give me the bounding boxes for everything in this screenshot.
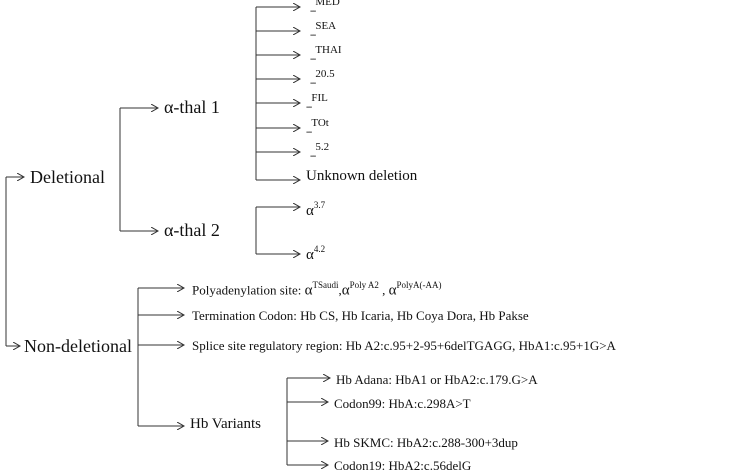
alpha-4-2: α4.2	[306, 244, 326, 263]
deletional-label: Deletional	[30, 167, 105, 187]
deletion-5-2: --5.2	[310, 141, 330, 162]
deletion-fil: --FIL	[306, 92, 328, 113]
codon99: Codon99: HbA:c.298A>T	[334, 396, 471, 411]
deletion-sea: --SEA	[310, 20, 337, 41]
alpha-thal-2-label: α-thal 2	[164, 220, 220, 240]
non-deletional-label: Non-deletional	[24, 336, 132, 356]
hb-adana: Hb Adana: HbA1 or HbA2:c.179.G>A	[336, 372, 538, 387]
deletion-thai: --THAI	[310, 44, 342, 65]
deletion-tot: --TOt	[306, 117, 329, 138]
codon19: Codon19: HbA2:c.56delG	[334, 458, 472, 473]
polyadenylation-site: Polyadenylation site: αTSaudi,αPoly A2 ,…	[192, 280, 442, 299]
termination-codon: Termination Codon: Hb CS, Hb Icaria, Hb …	[192, 308, 529, 323]
hb-skmc: Hb SKMC: HbA2:c.288-300+3dup	[334, 435, 518, 450]
deletion-unknown: Unknown deletion	[306, 168, 418, 184]
deletion-20-5: --20.5	[310, 68, 335, 89]
alpha-3-7: α3.7	[306, 200, 326, 219]
splice-site: Splice site regulatory region: Hb A2:c.9…	[192, 338, 616, 353]
deletion-med: --MED	[310, 0, 340, 17]
alpha-thal-1-label: α-thal 1	[164, 97, 220, 117]
hb-variants-label: Hb Variants	[190, 416, 261, 432]
